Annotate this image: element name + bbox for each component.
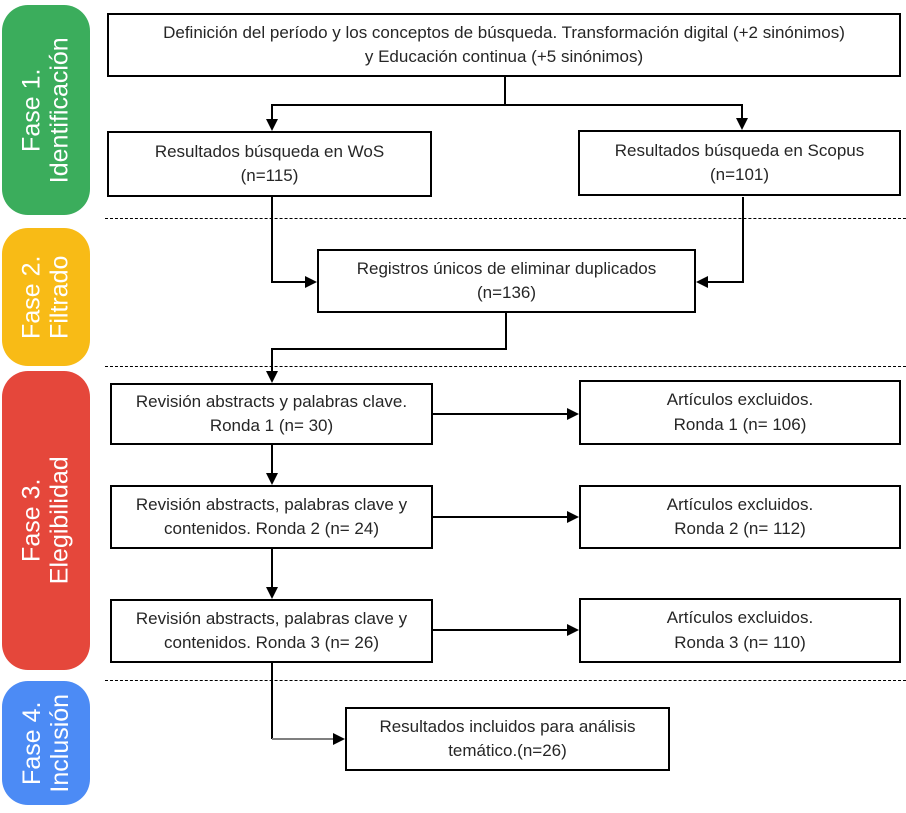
arrowhead-down-icon [266, 119, 278, 131]
arrowhead-down-icon [266, 371, 278, 383]
box-scopus-results: Resultados búsqueda en Scopus (n=101) [578, 130, 901, 196]
connector-line [433, 629, 567, 631]
arrowhead-right-icon [333, 733, 345, 745]
box-text: Artículos excluidos. [666, 608, 814, 628]
box-excluded-round-1: Artículos excluidos. Ronda 1 (n= 106) [579, 380, 901, 445]
box-count: temático.(n=26) [448, 741, 567, 760]
phase-number: Fase 4. [17, 701, 46, 785]
phase-label-text: Fase 1. Identificación [18, 37, 75, 183]
box-text: Resultados búsqueda en Scopus [614, 140, 865, 160]
box-count: Ronda 3 (n= 110) [674, 632, 806, 652]
box-count: (n=115) [240, 166, 299, 185]
arrowhead-right-icon [567, 511, 579, 523]
box-wos-results: Resultados búsqueda en WoS (n=115) [107, 131, 432, 197]
phase-label-elegibilidad: Fase 3. Elegibilidad [2, 371, 90, 670]
box-count: contenidos. Ronda 2 (n= 24) [163, 519, 379, 538]
box-text: Revisión abstracts, palabras clave y [135, 608, 408, 628]
phase-divider [105, 680, 906, 681]
box-count: Ronda 2 (n= 112) [674, 519, 806, 538]
box-included-results: Resultados incluidos para análisis temát… [345, 707, 670, 771]
box-count: (n=136) [476, 283, 537, 302]
arrowhead-down-icon [736, 118, 748, 130]
phase-label-inclusion: Fase 4. Inclusión [2, 681, 90, 805]
box-count: Ronda 1 (n= 106) [673, 414, 807, 434]
connector-line [271, 104, 273, 120]
arrowhead-left-icon [696, 276, 708, 288]
phase-divider [105, 218, 906, 219]
connector-line [271, 445, 273, 474]
arrowhead-right-icon [567, 624, 579, 636]
box-unique-records: Registros únicos de eliminar duplicados … [317, 249, 696, 313]
box-count: (n=101) [709, 165, 770, 184]
connector-line [742, 197, 744, 283]
phase-divider [105, 366, 906, 367]
connector-line [741, 104, 743, 119]
box-search-definition: Definición del período y los conceptos d… [107, 13, 901, 77]
arrowhead-down-icon [266, 473, 278, 485]
phase-label-filtrado: Fase 2. Filtrado [2, 228, 90, 366]
connector-line [271, 281, 306, 283]
connector-line [271, 197, 273, 283]
phase-name: Filtrado [46, 255, 74, 339]
box-text: Resultados incluidos para análisis [379, 716, 636, 736]
box-review-round-2: Revisión abstracts, palabras clave y con… [110, 485, 433, 549]
box-excluded-round-2: Artículos excluidos. Ronda 2 (n= 112) [579, 485, 901, 549]
connector-line [504, 77, 506, 106]
box-count: Ronda 1 (n= 30) [209, 416, 334, 435]
box-text: Revisión abstracts, palabras clave y [135, 494, 408, 514]
box-text: Resultados búsqueda en WoS [154, 141, 385, 161]
box-review-round-1: Revisión abstracts y palabras clave. Ron… [110, 383, 433, 445]
connector-line [505, 313, 507, 350]
phase-label-text: Fase 3. Elegibilidad [18, 457, 75, 585]
connector-line [271, 348, 273, 372]
phase-name: Identificación [46, 37, 74, 183]
arrowhead-right-icon [567, 408, 579, 420]
box-text: y Educación continua (+5 sinónimos) [364, 47, 644, 66]
phase-name: Elegibilidad [46, 456, 74, 585]
phase-label-text: Fase 2. Filtrado [18, 255, 75, 338]
connector-line [433, 516, 567, 518]
box-text: Revisión abstracts y palabras clave. [135, 391, 408, 411]
connector-line [433, 413, 567, 415]
phase-label-text: Fase 4. Inclusión [18, 694, 75, 793]
box-text: Registros únicos de eliminar duplicados [356, 258, 657, 278]
box-text: Artículos excluidos. [666, 494, 814, 514]
connector-line-gray [272, 738, 334, 740]
phase-name: Inclusión [46, 693, 75, 793]
connector-line [271, 549, 273, 588]
box-count: contenidos. Ronda 3 (n= 26) [163, 633, 379, 652]
connector-line [271, 663, 273, 739]
box-review-round-3: Revisión abstracts, palabras clave y con… [110, 599, 433, 663]
arrowhead-right-icon [305, 276, 317, 288]
box-text: Definición del período y los conceptos d… [163, 22, 845, 42]
connector-line [271, 348, 507, 350]
connector-line [271, 104, 743, 106]
arrowhead-down-icon [266, 587, 278, 599]
phase-number: Fase 1. [17, 68, 46, 152]
box-text: Artículos excluidos. [666, 390, 814, 410]
box-excluded-round-3: Artículos excluidos. Ronda 3 (n= 110) [579, 598, 901, 663]
phase-number: Fase 2. [17, 255, 46, 339]
phase-label-identificacion: Fase 1. Identificación [2, 5, 90, 215]
phase-number: Fase 3. [17, 478, 46, 563]
connector-line [708, 281, 743, 283]
